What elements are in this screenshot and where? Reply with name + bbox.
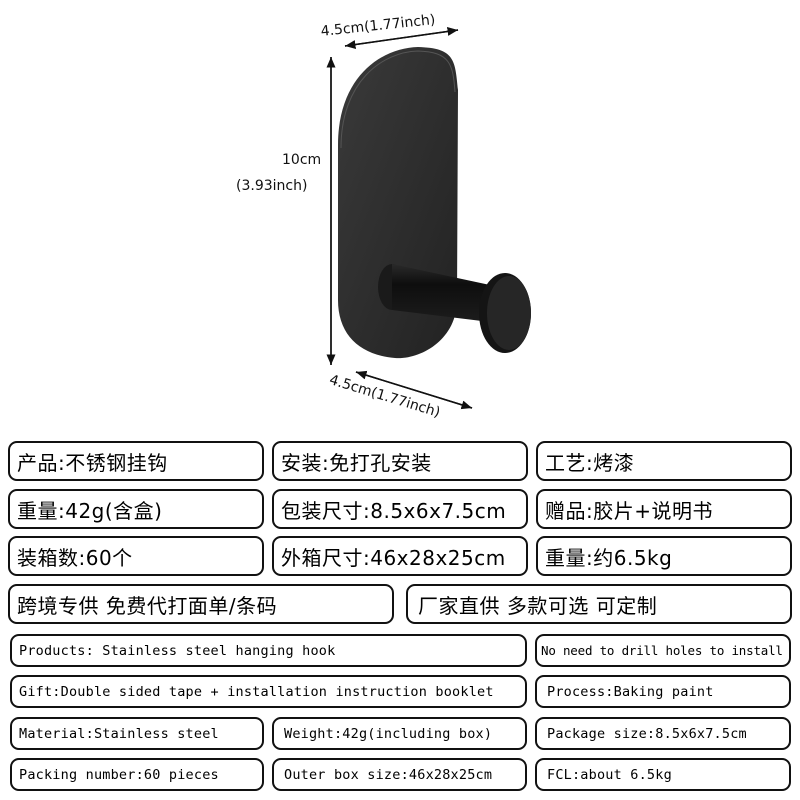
banner-factory-direct: 厂家直供 多款可选 可定制 (406, 584, 792, 624)
product-illustration (326, 27, 531, 410)
banner-cross-border: 跨境专供 免费代打面单/条码 (8, 584, 394, 624)
spec-en-packing-number: Packing number:60 pieces (10, 758, 264, 791)
spec-cn-outer-box: 外箱尺寸:46x28x25cm (272, 536, 528, 576)
spec-cn-gift: 赠品:胶片+说明书 (536, 489, 792, 529)
spec-cn-gross-weight: 重量:约6.5kg (536, 536, 792, 576)
height-inch-label: (3.93inch) (236, 178, 308, 194)
spec-en-material: Material:Stainless steel (10, 717, 264, 750)
height-cm-label: 10cm (282, 152, 322, 168)
spec-en-gift: Gift:Double sided tape + installation in… (10, 675, 527, 708)
spec-en-package-size: Package size:8.5x6x7.5cm (535, 717, 791, 750)
spec-cn-package-size: 包装尺寸:8.5x6x7.5cm (272, 489, 528, 529)
spec-cn-weight: 重量:42g(含盒) (8, 489, 264, 529)
spec-en-no-drill: No need to drill holes to install (535, 634, 791, 667)
hook-rod (378, 264, 531, 353)
spec-cn-process: 工艺:烤漆 (536, 441, 792, 481)
spec-cn-packing-count: 装箱数:60个 (8, 536, 264, 576)
spec-cn-product: 产品:不锈钢挂钩 (8, 441, 264, 481)
spec-cn-install: 安装:免打孔安装 (272, 441, 528, 481)
spec-en-process: Process:Baking paint (535, 675, 791, 708)
spec-en-products: Products: Stainless steel hanging hook (10, 634, 527, 667)
spec-en-weight: Weight:42g(including box) (272, 717, 527, 750)
spec-en-outer-box: Outer box size:46x28x25cm (272, 758, 527, 791)
spec-en-fcl: FCL:about 6.5kg (535, 758, 791, 791)
